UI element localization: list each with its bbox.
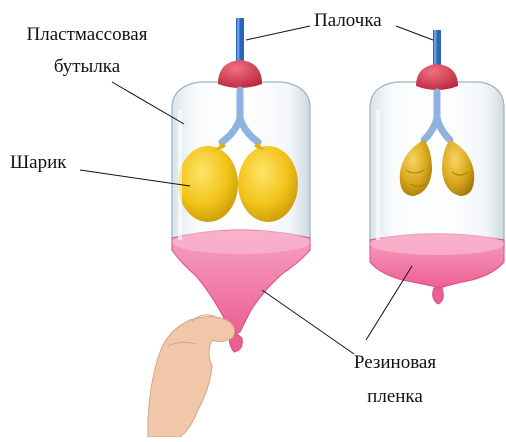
left-balloon-1 xyxy=(178,146,238,222)
label-membrane-line1: Резиновая xyxy=(340,350,450,376)
membrane-leader-right xyxy=(366,266,412,340)
label-balloon: Шарик xyxy=(10,150,67,176)
label-stick: Палочка xyxy=(314,8,382,34)
membrane-leader-left xyxy=(262,290,354,354)
label-bottle-line2: бутылка xyxy=(6,54,168,80)
stick-leader-right xyxy=(396,26,433,40)
stick-leader-left xyxy=(246,26,310,40)
left-lung-model xyxy=(172,18,310,352)
label-membrane-line2: пленка xyxy=(340,384,450,410)
hand-illustration xyxy=(148,315,235,437)
right-lung-model xyxy=(370,30,504,304)
right-stopper xyxy=(416,64,458,90)
left-balloon-2 xyxy=(238,146,298,222)
left-stopper xyxy=(218,60,262,88)
label-bottle-line1: Пластмассовая xyxy=(6,22,168,48)
